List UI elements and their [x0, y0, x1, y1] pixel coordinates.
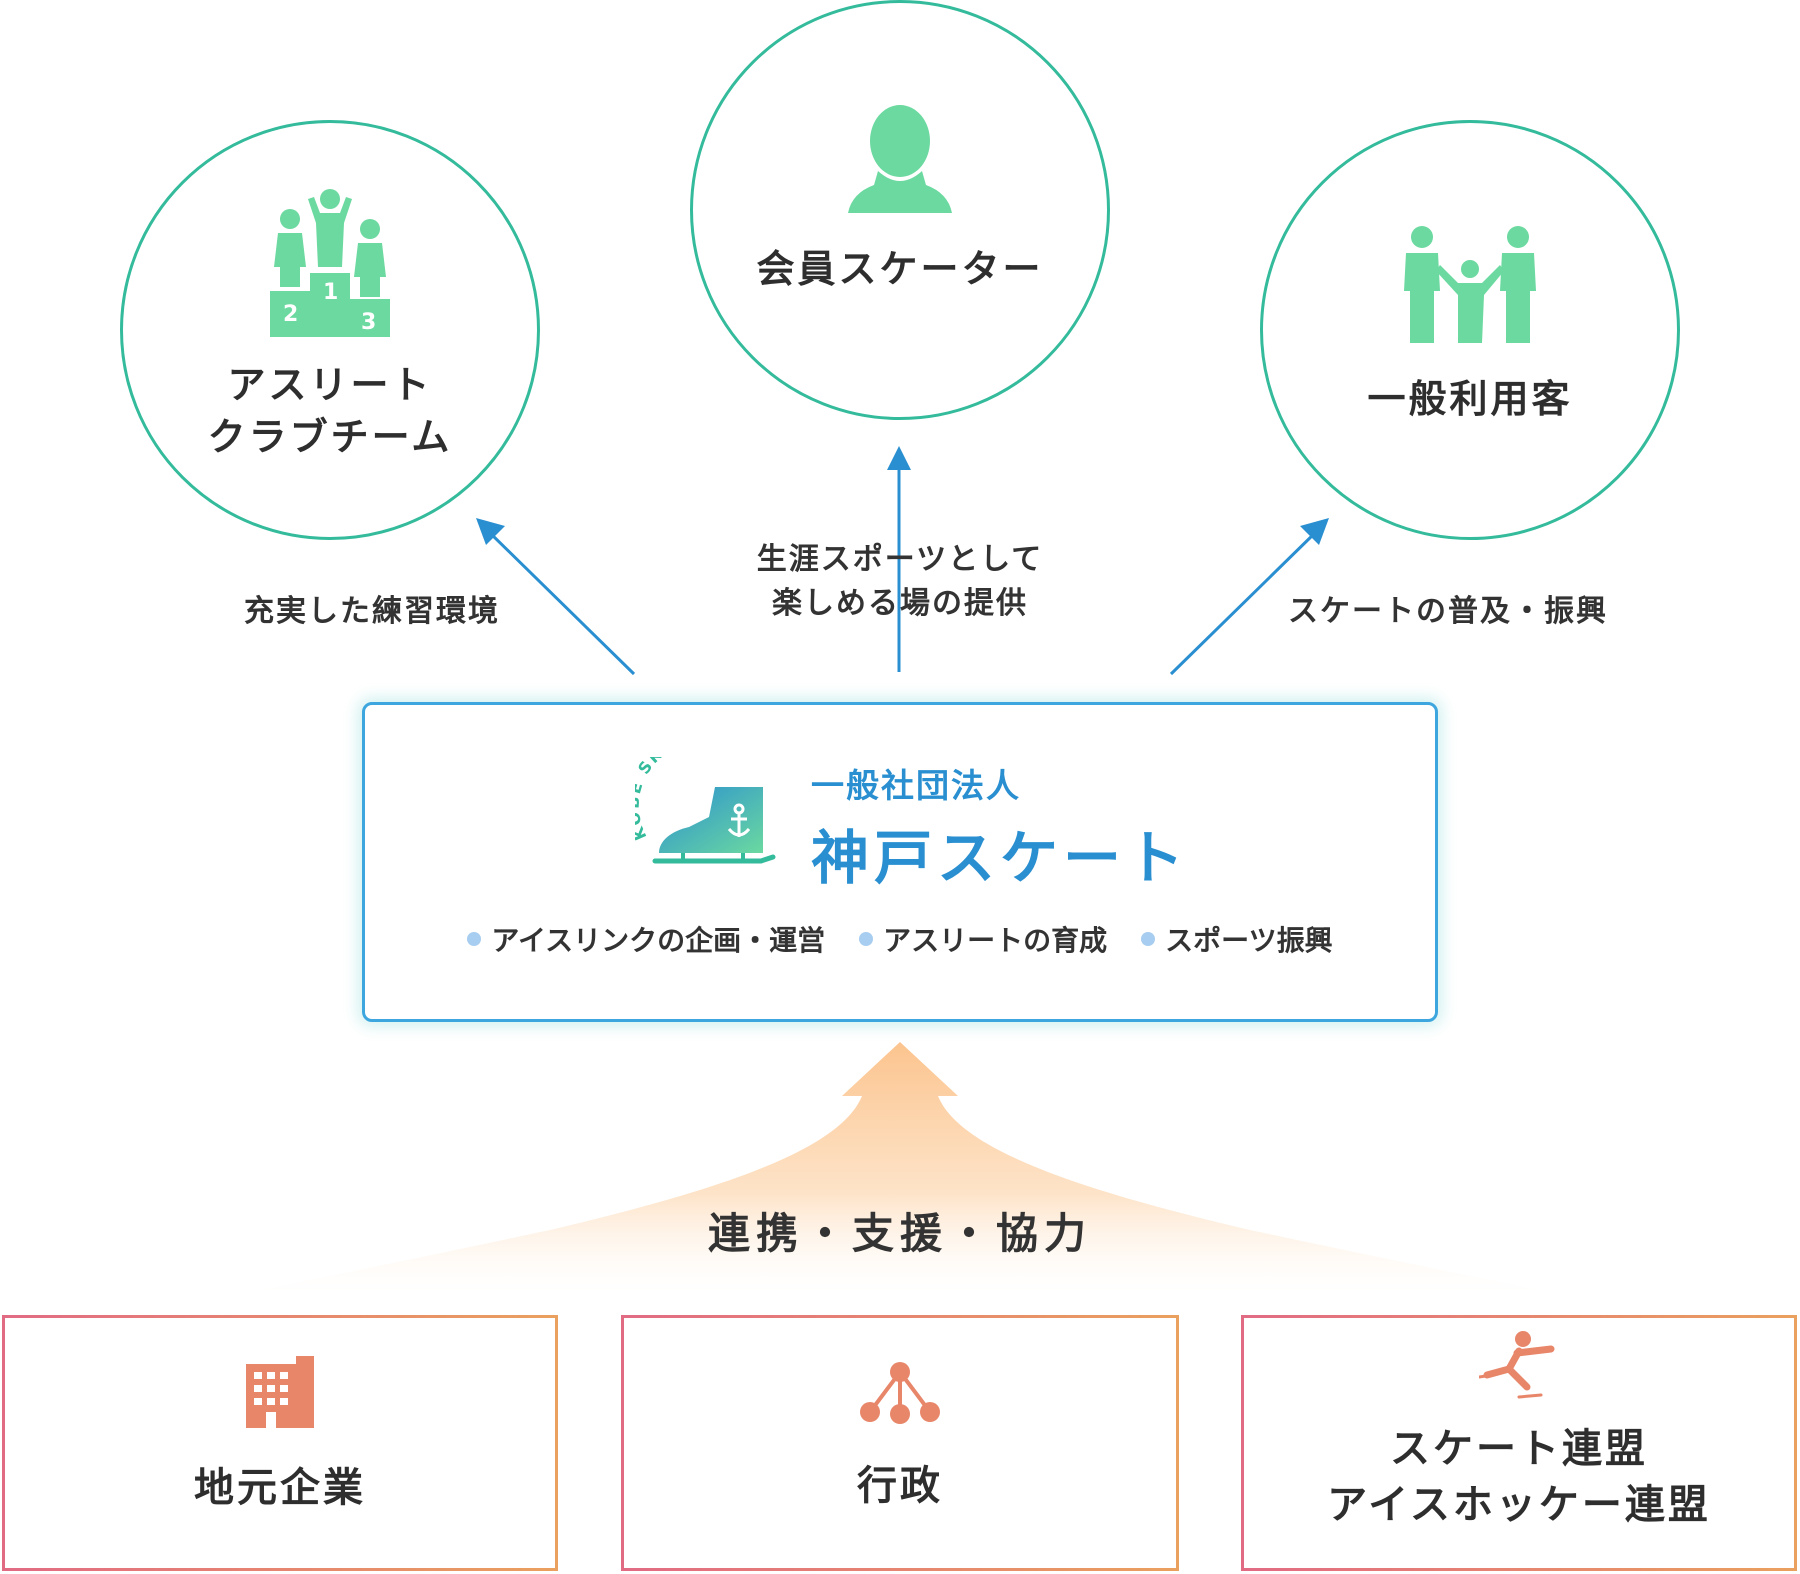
arrow-to-general	[1169, 528, 1320, 676]
arrowhead-general	[1300, 518, 1329, 545]
partner-federations: スケート連盟 アイスホッケー連盟	[1241, 1315, 1797, 1571]
partner-label-line1: スケート連盟	[1390, 1426, 1648, 1472]
bullet-dot	[859, 932, 874, 946]
family-icon	[1404, 225, 1536, 343]
skater-icon	[1477, 1331, 1559, 1407]
support-arrow-shape	[240, 1042, 1560, 1294]
caption-center: 生涯スポーツとして 楽しめる場の提供	[0, 538, 1800, 625]
partner-label: 行政	[857, 1463, 943, 1509]
podium-icon: 1 2 3	[270, 187, 390, 337]
kobe-skate-logo: KOBE SKATE	[624, 728, 785, 881]
organization-type: 一般社団法人	[811, 766, 1021, 805]
organization-box: KOBE SKATE 一般社団法人 神戸スケート アイスリンクの企画・運営 アス…	[362, 702, 1438, 1022]
athlete-label-line2: クラブチーム	[207, 415, 453, 459]
bullet-dot	[1141, 932, 1156, 946]
member-label: 会員スケーター	[756, 246, 1044, 291]
activity-text: アスリートの育成	[883, 924, 1108, 957]
svg-text:2: 2	[283, 302, 298, 327]
general-circle: 一般利用客	[1260, 120, 1680, 540]
partner-label-line2: アイスホッケー連盟	[1327, 1482, 1711, 1528]
activity-text: スポーツ振興	[1165, 924, 1333, 957]
partner-label: 地元企業	[194, 1465, 366, 1511]
svg-text:3: 3	[361, 310, 376, 335]
activity-item: アスリートの育成	[859, 919, 1107, 959]
activity-item: アイスリンクの企画・運営	[467, 919, 825, 959]
person-icon	[848, 104, 952, 213]
caption-left: 充実した練習環境	[244, 594, 500, 629]
building-icon	[246, 1356, 314, 1432]
caption-center-line2: 楽しめる場の提供	[772, 585, 1028, 621]
organization-name: 神戸スケート	[811, 824, 1190, 892]
athlete-label-line1: アスリート	[227, 362, 433, 407]
organization-title: 一般社団法人 神戸スケート	[811, 759, 1189, 895]
bullet-dot	[467, 932, 482, 946]
arrowhead-member	[887, 446, 911, 470]
svg-text:1: 1	[323, 280, 338, 305]
general-label: 一般利用客	[1367, 376, 1573, 421]
partner-local-business: 地元企業	[2, 1315, 558, 1571]
partner-government: 行政	[621, 1315, 1179, 1571]
support-label: 連携・支援・協力	[707, 1209, 1092, 1258]
caption-center-line1: 生涯スポーツとして	[756, 542, 1044, 577]
arrow-to-athlete	[485, 528, 636, 676]
activity-item: スポーツ振興	[1141, 919, 1333, 959]
athlete-label: アスリート クラブチーム	[208, 359, 453, 464]
network-icon	[858, 1362, 942, 1428]
partner-label: スケート連盟 アイスホッケー連盟	[1327, 1421, 1711, 1533]
activities-list: アイスリンクの企画・運営 アスリートの育成 スポーツ振興	[365, 919, 1435, 959]
caption-right: スケートの普及・振興	[1288, 594, 1608, 629]
member-circle: 会員スケーター	[690, 0, 1110, 420]
arrowhead-athlete	[476, 518, 505, 545]
athlete-circle: 1 2 3 アスリート クラブチーム	[120, 120, 540, 540]
activity-text: アイスリンクの企画・運営	[491, 924, 826, 957]
